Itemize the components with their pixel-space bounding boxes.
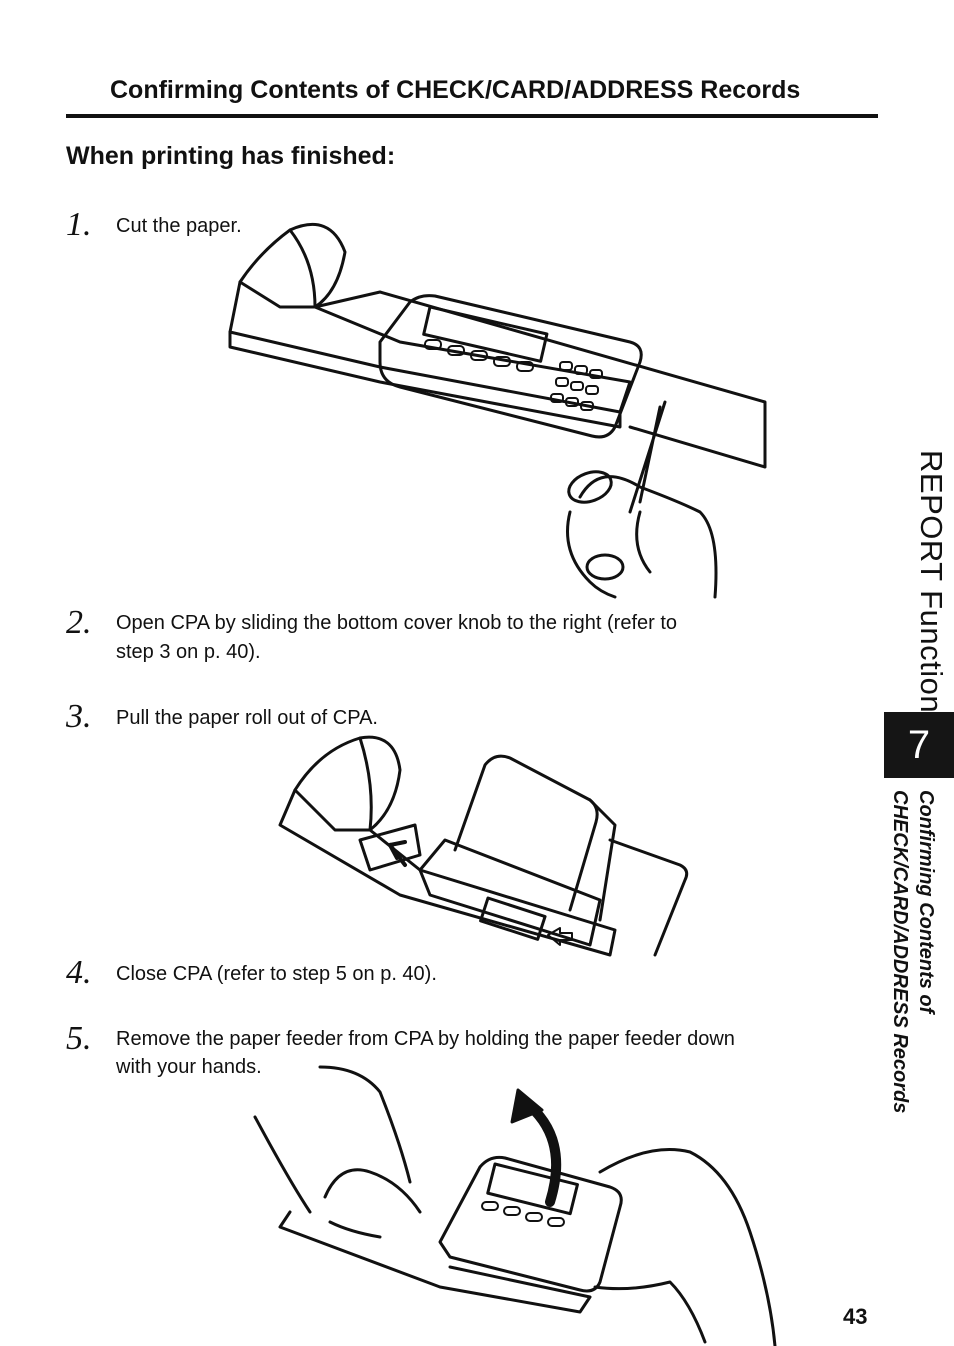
step-5-text-line1: Remove the paper feeder from CPA by hold…	[116, 1028, 735, 1050]
chapter-number-badge: 7	[884, 712, 954, 778]
side-tab-subtitle-line1: Confirming Contents of	[915, 790, 937, 1014]
step-3-text: Pull the paper roll out of CPA.	[116, 707, 378, 729]
remove-feeder-illustration	[253, 1065, 777, 1346]
side-tab-subtitle: Confirming Contents of CHECK/CARD/ADDRES…	[883, 790, 939, 1162]
page-header-title: Confirming Contents of CHECK/CARD/ADDRES…	[110, 76, 801, 104]
step-5-text-line2: with your hands.	[116, 1056, 262, 1078]
header-rule	[66, 114, 878, 118]
step-2-number: 2.	[66, 604, 92, 641]
step-5-number: 5.	[66, 1020, 92, 1057]
step-2-text-line1: Open CPA by sliding the bottom cover kno…	[116, 612, 678, 634]
step-3-number: 3.	[66, 698, 92, 735]
section-title: When printing has finished:	[66, 142, 396, 170]
page-number: 43	[843, 1304, 868, 1329]
step-1-text: Cut the paper.	[116, 215, 242, 237]
open-cpa-illustration	[278, 735, 689, 957]
cut-paper-illustration	[228, 222, 767, 599]
step-2-text-line2: step 3 on p. 40).	[116, 641, 261, 663]
side-tab-subtitle-line2: CHECK/CARD/ADDRESS Records	[889, 790, 911, 1114]
step-4-text: Close CPA (refer to step 5 on p. 40).	[116, 963, 437, 985]
side-tab-chapter-title: REPORT Function	[914, 450, 949, 714]
step-1-number: 1.	[66, 206, 92, 243]
step-4-number: 4.	[66, 954, 92, 991]
